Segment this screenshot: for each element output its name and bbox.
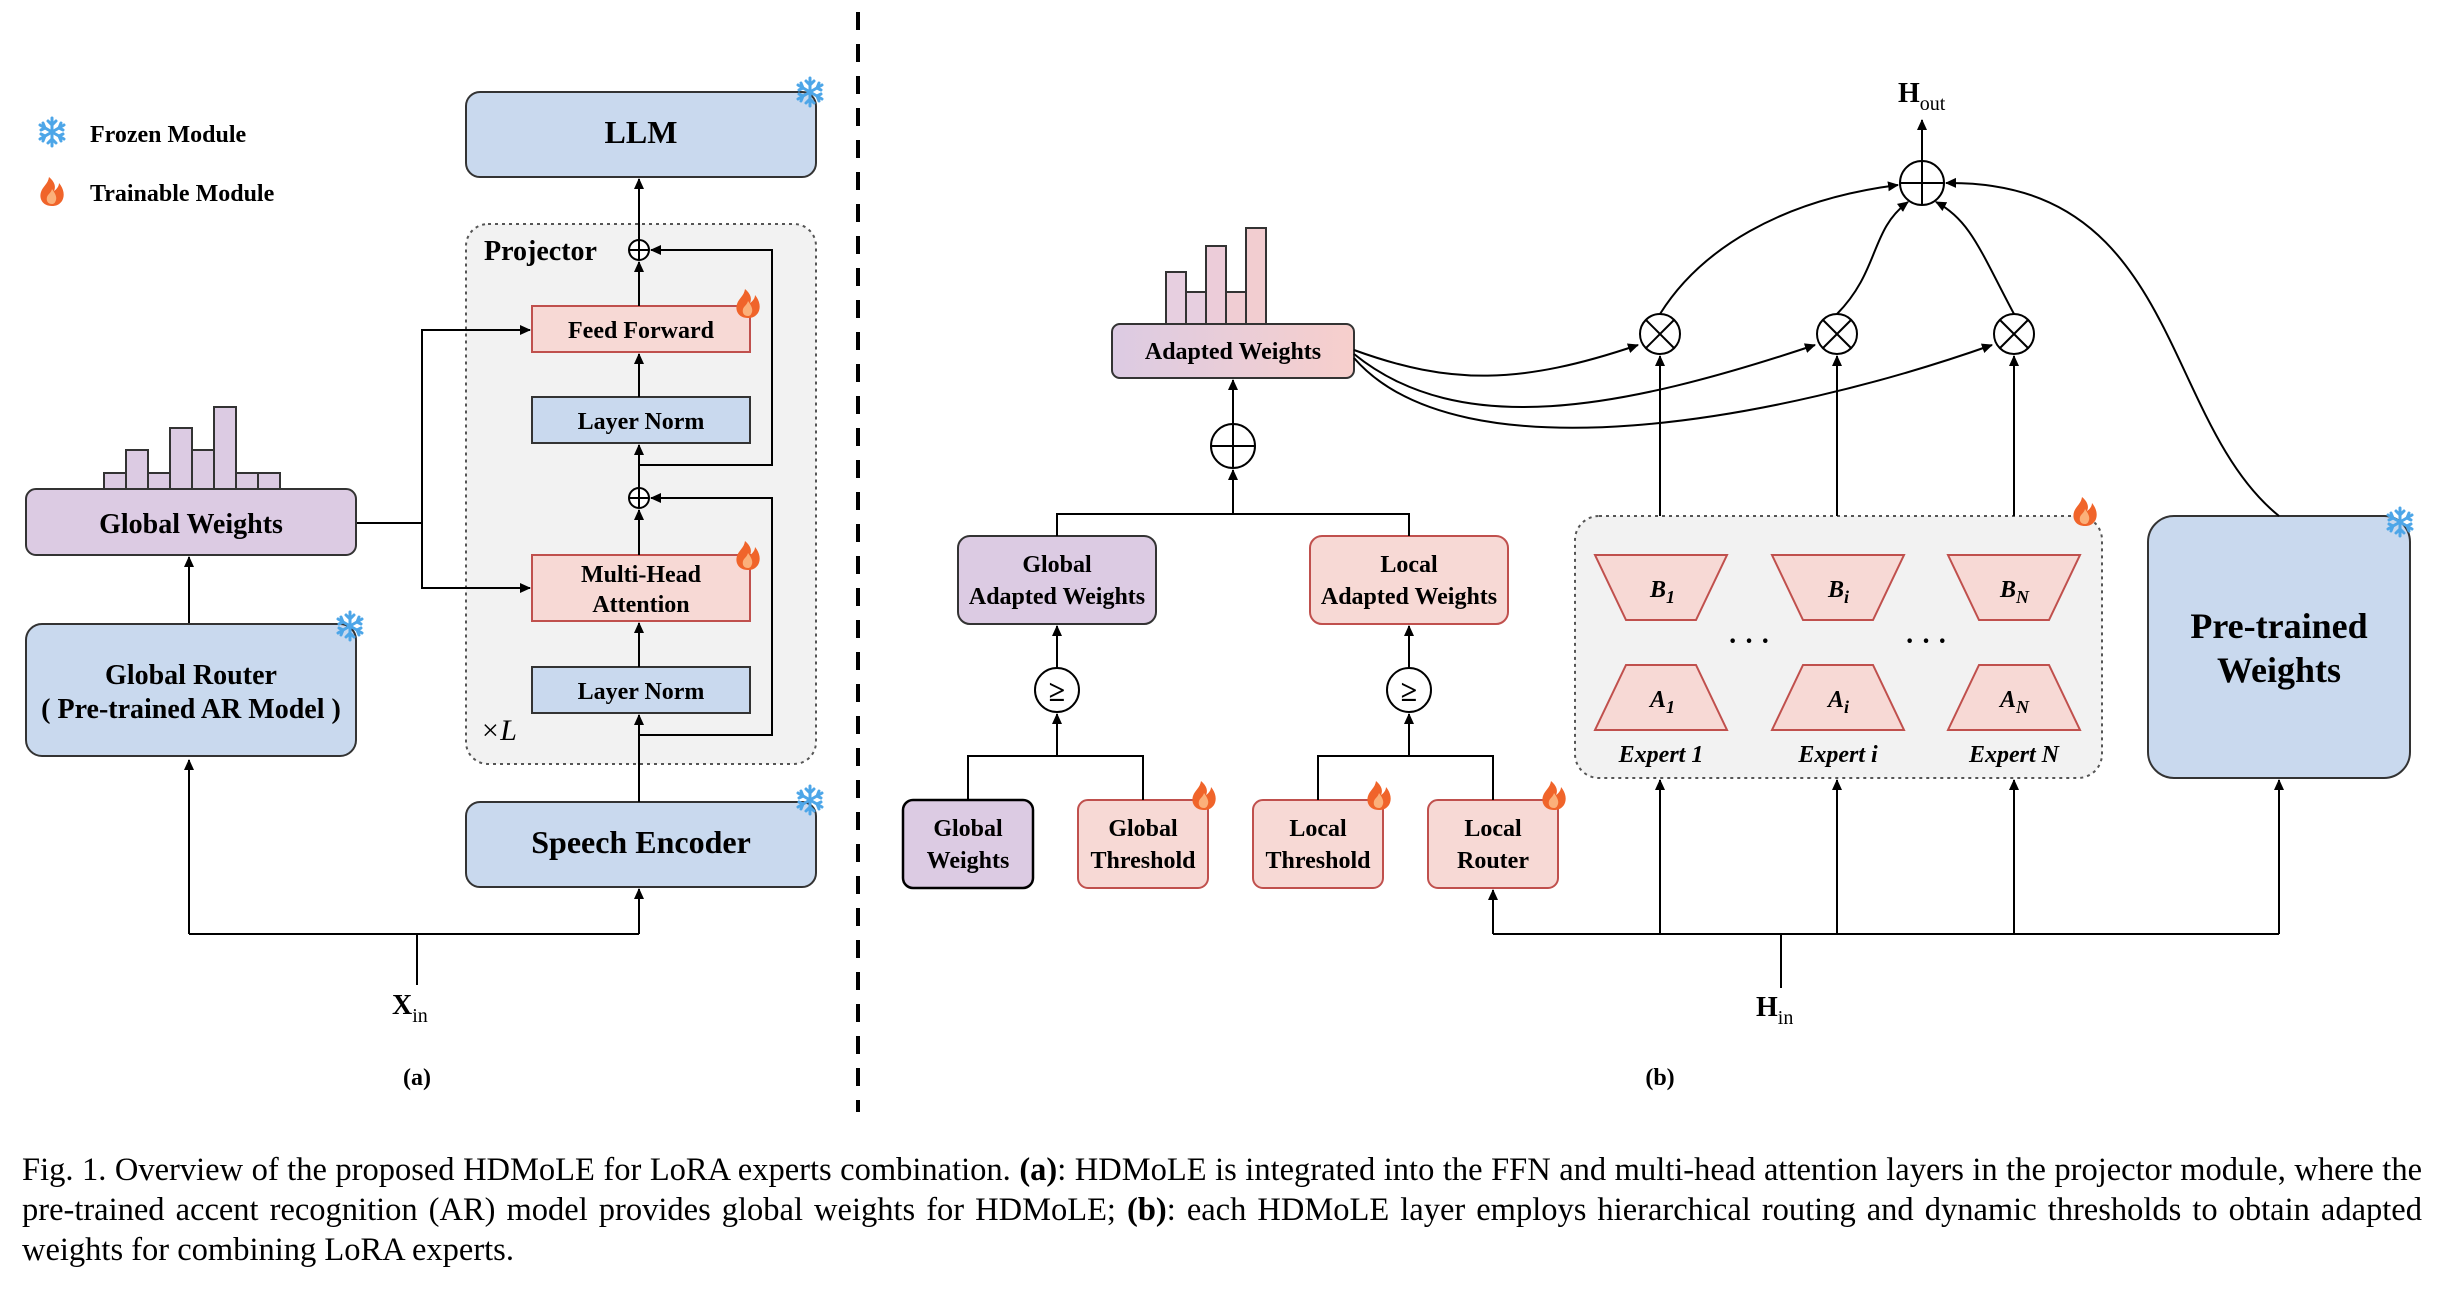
- local-adapted-label-1: Local: [1380, 552, 1438, 578]
- projector-label: Projector: [484, 236, 597, 267]
- global-threshold-label-1: Global: [1108, 816, 1178, 842]
- expert-1-label: Expert 1: [1618, 742, 1704, 768]
- fire-icon: [40, 177, 64, 206]
- caption-a-label: (a): [1019, 1152, 1058, 1188]
- local-router-label-2: Router: [1457, 848, 1529, 874]
- layer-norm-bottom-box: [531, 666, 751, 714]
- expert-bn-shape: [1946, 554, 2082, 621]
- caption-b-text: : each HDMoLE layer employs hierarchical…: [22, 1192, 2422, 1268]
- expert-i-label: Expert i: [1797, 742, 1878, 768]
- multiply-circle-n: [1993, 313, 2035, 355]
- speech-encoder-box: [465, 801, 817, 888]
- global-weights-small-label-2: Weights: [927, 848, 1010, 874]
- repeat-label: ×L: [480, 714, 517, 747]
- local-router-box: [1427, 799, 1559, 889]
- layer-norm-top-label: Layer Norm: [578, 409, 705, 435]
- legend-frozen-label: Frozen Module: [90, 122, 247, 148]
- global-adapted-label-1: Global: [1022, 552, 1092, 578]
- global-threshold-box: [1077, 799, 1209, 889]
- multi-head-label-2: Attention: [592, 592, 689, 618]
- pretrained-weights-box: [2147, 515, 2411, 779]
- expert-ai-shape: [1770, 664, 1906, 731]
- expert-a1-label: A1: [1648, 687, 1675, 717]
- expert-b1-label: B1: [1649, 577, 1675, 607]
- local-threshold-label-1: Local: [1289, 816, 1347, 842]
- expert-bi-label: Bi: [1827, 577, 1849, 607]
- snowflake-icon: [796, 784, 824, 816]
- global-threshold-label-2: Threshold: [1091, 848, 1197, 874]
- global-adapted-weights-box: [957, 535, 1157, 625]
- fire-icon: [1542, 781, 1566, 810]
- geq-local-symbol: ≥: [1401, 675, 1417, 708]
- fire-icon: [1367, 781, 1391, 810]
- global-weights-label: Global Weights: [99, 509, 283, 540]
- pretrained-label-2: Weights: [2217, 650, 2341, 690]
- llm-label: LLM: [605, 114, 678, 150]
- global-adapted-label-2: Adapted Weights: [969, 584, 1145, 610]
- caption-a-text: : HDMoLE is integrated into the FFN and …: [22, 1152, 2422, 1228]
- snowflake-icon: [38, 116, 66, 148]
- caption-prefix: Fig. 1. Overview of the proposed HDMoLE …: [22, 1152, 1020, 1188]
- expert-bn-label: BN: [1999, 577, 2030, 607]
- fire-icon: [1192, 781, 1216, 810]
- global-router-label-1: Global Router: [105, 660, 277, 691]
- expert-dots-right: · · ·: [1905, 626, 1947, 657]
- expert-bi-shape: [1770, 554, 1906, 621]
- input-h-label: Hin: [1756, 992, 1793, 1029]
- global-weights-histogram: [103, 406, 281, 490]
- multi-head-attention-box: [531, 554, 751, 622]
- llm-box: [465, 91, 817, 178]
- multi-head-label-1: Multi-Head: [581, 562, 702, 588]
- global-weights-small-box: [901, 798, 1035, 890]
- local-threshold-label-2: Threshold: [1266, 848, 1372, 874]
- fire-icon: [2073, 497, 2097, 526]
- global-weights-small-label-1: Global: [933, 816, 1003, 842]
- local-router-label-1: Local: [1464, 816, 1522, 842]
- expert-n-label: Expert N: [1968, 742, 2061, 768]
- multiply-circle-1: [1639, 313, 1681, 355]
- expert-an-shape: [1946, 664, 2082, 731]
- pretrained-label-1: Pre-trained: [2190, 606, 2367, 646]
- input-x-label: Xin: [392, 990, 428, 1027]
- global-weights-box: [25, 488, 357, 556]
- local-adapted-label-2: Adapted Weights: [1321, 584, 1497, 610]
- output-h-label: Hout: [1898, 78, 1946, 115]
- figure-caption: Fig. 1. Overview of the proposed HDMoLE …: [22, 1150, 2422, 1270]
- multiply-circle-i: [1816, 313, 1858, 355]
- panel-a-label: (a): [403, 1065, 431, 1091]
- adapted-weights-label: Adapted Weights: [1145, 339, 1321, 365]
- feed-forward-label: Feed Forward: [568, 318, 715, 344]
- panel-b-label: (b): [1645, 1065, 1674, 1091]
- speech-encoder-label: Speech Encoder: [531, 824, 751, 860]
- expert-b1-shape: [1593, 554, 1729, 621]
- adapted-weights-histogram: [1165, 227, 1267, 325]
- local-threshold-box: [1252, 799, 1384, 889]
- global-router-label-2: ( Pre-trained AR Model ): [41, 694, 341, 725]
- feed-forward-box: [531, 305, 751, 353]
- layer-norm-top-box: [531, 396, 751, 444]
- diagram-canvas: Frozen Module Trainable Module LLM Proje…: [25, 12, 2414, 1112]
- expert-an-label: AN: [1998, 687, 2030, 717]
- expert-dots-left: · · ·: [1728, 626, 1770, 657]
- global-router-box: [25, 623, 357, 757]
- caption-b-label: (b): [1127, 1192, 1167, 1228]
- geq-global-symbol: ≥: [1049, 675, 1065, 708]
- expert-a1-shape: [1593, 664, 1729, 731]
- expert-ai-label: Ai: [1826, 687, 1849, 717]
- layer-norm-bottom-label: Layer Norm: [578, 679, 705, 705]
- local-adapted-weights-box: [1309, 535, 1509, 625]
- legend-trainable-label: Trainable Module: [90, 181, 275, 207]
